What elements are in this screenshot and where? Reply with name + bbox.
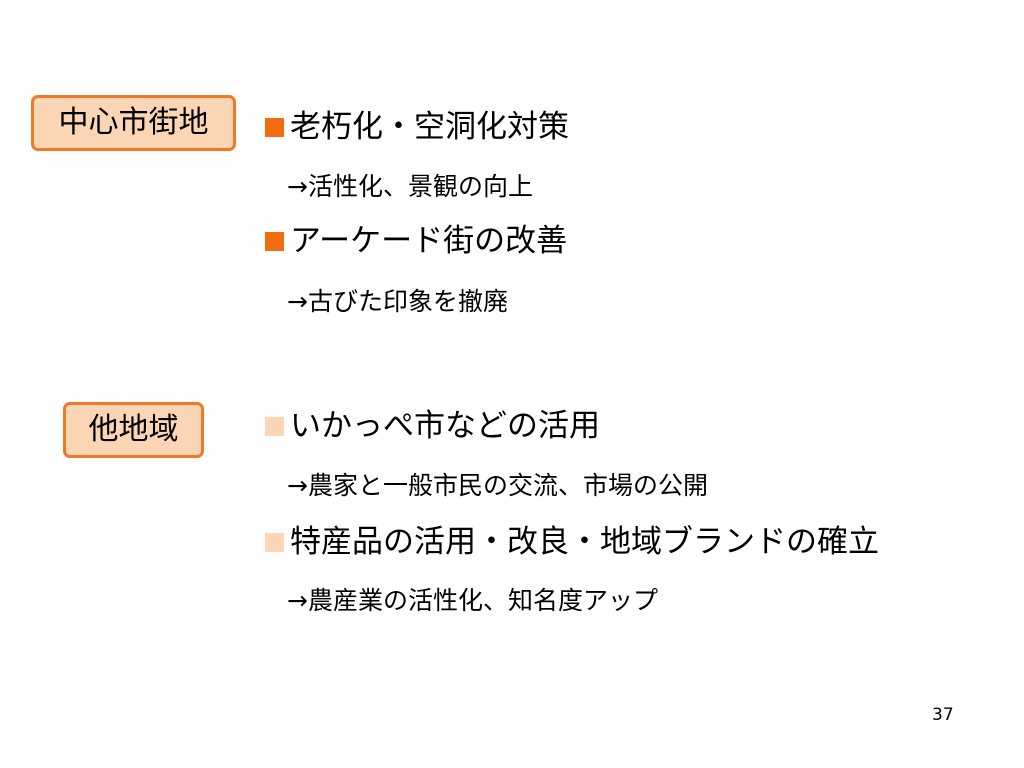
bullet-subtext: →古びた印象を撤廃 (287, 287, 508, 316)
bullet-text: いかっぺ市などの活用 (290, 408, 600, 444)
section-label-text: 他地域 (88, 412, 179, 447)
bullet-text: アーケード街の改善 (290, 223, 568, 259)
page-number: 37 (932, 705, 954, 725)
bullet-subtext: →活性化、景観の向上 (287, 172, 533, 201)
bullet-subtext: →農家と一般市民の交流、市場の公開 (287, 471, 708, 500)
bullet-text: 老朽化・空洞化対策 (290, 109, 569, 145)
bullet-item: アーケード街の改善 (265, 221, 567, 261)
bullet-item: 特産品の活用・改良・地域ブランドの確立 (265, 522, 879, 562)
square-bullet-icon (265, 231, 284, 251)
square-bullet-icon (265, 532, 284, 552)
bullet-subtext: →農産業の活性化、知名度アップ (287, 586, 658, 615)
square-bullet-icon (265, 117, 284, 137)
bullet-text: 特産品の活用・改良・地域ブランドの確立 (290, 524, 879, 560)
bullet-item: いかっぺ市などの活用 (265, 406, 600, 446)
square-bullet-icon (265, 416, 284, 436)
bullet-item: 老朽化・空洞化対策 (265, 107, 569, 147)
section-label-text: 中心市街地 (58, 105, 209, 140)
section-label-other-area: 他地域 (63, 402, 204, 458)
section-label-center-city: 中心市街地 (31, 95, 236, 151)
